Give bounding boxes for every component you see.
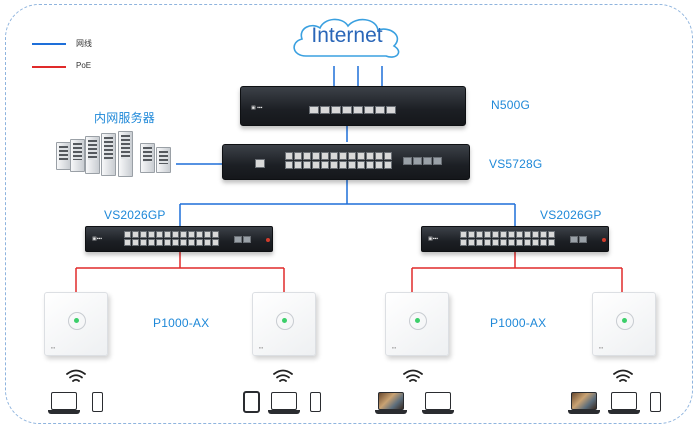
wifi-icon: [273, 369, 293, 382]
poe-switch-left[interactable]: ▣▪▪▪: [85, 226, 273, 252]
ap-logo: ▪▪▪: [392, 345, 397, 350]
ap-logo: ▪▪▪: [259, 345, 264, 350]
internet-label: Internet: [311, 24, 383, 47]
server-unit: [156, 147, 171, 173]
laptop-icon: [48, 392, 80, 416]
access-point[interactable]: ▪▪▪: [44, 292, 108, 356]
ap-group-left-label: P1000-AX: [153, 316, 210, 330]
cloud-icon: [293, 18, 400, 58]
core-switch-console-port: [255, 159, 265, 168]
poe-switch-left-label: VS2026GP: [104, 208, 166, 222]
ap-group-right-label: P1000-AX: [490, 316, 547, 330]
poe-switch-right-ports: [460, 231, 555, 246]
access-point[interactable]: ▪▪▪: [252, 292, 316, 356]
server-unit: [56, 142, 71, 170]
laptop-icon: [268, 392, 300, 416]
phone-icon: [92, 392, 103, 412]
poe-switch-left-brand: ▣▪▪▪: [92, 236, 103, 242]
poe-switch-left-sfp: [234, 236, 251, 243]
legend-poe-label: PoE: [76, 61, 92, 70]
phone-icon: [310, 392, 321, 412]
poe-switch-left-ports: [124, 231, 219, 246]
server-unit: [118, 131, 133, 177]
legend-lan-line: [32, 43, 66, 45]
laptop-icon: [375, 392, 407, 416]
poe-switch-right-led: [602, 238, 606, 242]
ap-indicator-icon: [68, 312, 86, 330]
wifi-icon: [613, 369, 633, 382]
router-ports: [309, 106, 396, 114]
wifi-icon: [66, 369, 86, 382]
server-group-label: 内网服务器: [94, 111, 156, 125]
phone-icon: [650, 392, 661, 412]
core-switch-rj45-ports: [285, 152, 392, 169]
server-unit: [101, 133, 116, 176]
diagram-frame: [5, 4, 693, 424]
ap-indicator-icon: [616, 312, 634, 330]
legend-lan-label: 网线: [76, 39, 92, 48]
server-unit: [85, 136, 100, 174]
poe-switch-left-led: [266, 238, 270, 242]
ap-logo: ▪▪▪: [51, 345, 56, 350]
router-brand-logo: ▣ ▪▪▪: [251, 105, 263, 111]
legend-poe-line: [32, 66, 66, 68]
access-point[interactable]: ▪▪▪: [592, 292, 656, 356]
core-switch-label: VS5728G: [489, 157, 543, 171]
ap-indicator-icon: [409, 312, 427, 330]
server-unit: [140, 143, 155, 173]
laptop-icon: [568, 392, 600, 416]
internet-cloud: Internet: [286, 14, 408, 62]
router-label: N500G: [491, 98, 531, 112]
poe-switch-right-label: VS2026GP: [540, 208, 602, 222]
wifi-icon: [403, 369, 423, 382]
core-switch-vs5728g[interactable]: [222, 144, 470, 180]
core-switch-sfp-ports: [403, 157, 442, 165]
ap-indicator-icon: [276, 312, 294, 330]
laptop-icon: [608, 392, 640, 416]
laptop-icon: [422, 392, 454, 416]
ap-logo: ▪▪▪: [599, 345, 604, 350]
poe-switch-right[interactable]: ▣▪▪▪: [421, 226, 609, 252]
server-unit: [70, 139, 85, 172]
router-n500g[interactable]: ▣ ▪▪▪: [240, 86, 466, 126]
tablet-icon: [243, 391, 260, 413]
poe-switch-right-sfp: [570, 236, 587, 243]
poe-switch-right-brand: ▣▪▪▪: [428, 236, 439, 242]
access-point[interactable]: ▪▪▪: [385, 292, 449, 356]
